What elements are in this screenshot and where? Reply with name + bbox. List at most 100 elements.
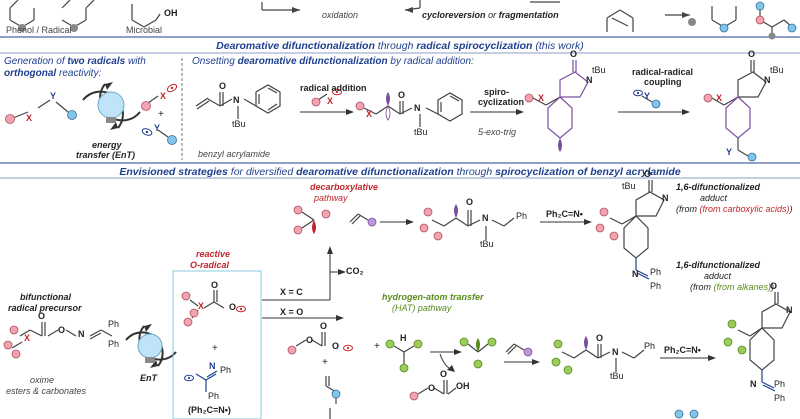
label-hat-l1: hydrogen-atom transfer: [382, 292, 484, 302]
label-5-exo-trig: 5-exo-trig: [478, 127, 517, 137]
label-n-imine1: N: [632, 269, 639, 279]
label-ph-decarb-int: Ph: [516, 211, 528, 221]
label-ph-imine1b: Ph: [650, 281, 662, 291]
label-o-product: O: [748, 49, 756, 59]
label-spiro: spiro-: [484, 87, 510, 97]
label-tbu-spiro: tBu: [592, 65, 606, 75]
benzyl-acrylamide-structure: [195, 84, 281, 119]
label-o-byproduct: O: [428, 383, 436, 393]
label-cyclization: cyclization: [478, 97, 525, 107]
label-tbu-hat-int: tBu: [610, 371, 624, 381]
label-o-spiro: O: [570, 49, 578, 59]
label-o-precursor-top: O: [38, 311, 46, 321]
label-o-hat-int: O: [596, 333, 604, 343]
pink-group: [5, 114, 15, 124]
branch-arrows: [262, 250, 340, 319]
label-n-intermediate: N: [414, 103, 421, 113]
label-reactive: reactive: [196, 249, 231, 259]
label-o-carbonate-rad: O: [332, 341, 340, 351]
label-x-eq-c: X = C: [280, 287, 303, 297]
label-adduct2-l3: (from (from alkanes)): [690, 282, 775, 292]
label-radical-addition: radical addition: [300, 83, 367, 93]
label-o-byproduct-top: O: [440, 369, 448, 379]
label-oxime: oxime: [30, 375, 55, 385]
label-o-carbonate-top: O: [320, 321, 328, 331]
label-h: H: [400, 333, 407, 343]
adduct-radical-intermediate: [363, 92, 463, 127]
label-benzyl-acrylamide: benzyl acrylamide: [198, 149, 271, 159]
label-tbu-acryl: tBu: [232, 119, 246, 129]
label-o-carbonate: O: [306, 335, 314, 345]
product-alkane: [737, 292, 791, 392]
label-tbu-product: tBu: [770, 65, 784, 75]
label-hat-l2: (HAT) pathway: [392, 303, 452, 313]
label-ph2cn-2: Ph₂C=N•: [664, 345, 701, 355]
label-o-radical: O-radical: [190, 260, 230, 270]
label-o-decarb-int: O: [466, 197, 474, 207]
decarb-intermediate: [431, 210, 515, 240]
label-x-intermediate: X: [366, 109, 373, 119]
label-n-product1: N: [662, 193, 669, 203]
y-radical: [157, 129, 169, 138]
plus-box: +: [212, 343, 218, 354]
label-ph-imine2b: Ph: [774, 393, 786, 403]
label-n-spiro: N: [586, 75, 593, 85]
label-n-hat-int: N: [612, 347, 619, 357]
section-2-title: Envisioned strategies for diversified de…: [119, 166, 681, 178]
label-n-imine2: N: [750, 379, 757, 389]
label-y-left: Y: [50, 91, 57, 101]
label-ent: EnT: [140, 373, 157, 383]
label-x-oradical: X: [198, 301, 205, 311]
heading-onsetting: Onsetting dearomative difunctionalizatio…: [192, 56, 474, 67]
alkyl-radical: [467, 343, 489, 353]
label-bifunctional: bifunctional: [20, 292, 71, 302]
ent-lightbulb: [82, 82, 141, 130]
label-n-decarb-int: N: [482, 213, 489, 223]
carbonate-radical: [295, 332, 326, 347]
label-n-iminyl: N: [209, 361, 216, 371]
label-microbial: Microbial: [126, 25, 163, 35]
label-o-intermediate: O: [398, 90, 406, 100]
label-x-product: X: [716, 93, 723, 103]
label-x-spiro: X: [538, 93, 545, 103]
label-x-radical: X: [160, 91, 167, 101]
plus-bottom: +: [322, 357, 328, 368]
ent-lightbulb-2: [125, 324, 177, 368]
oxime-precursor: [11, 322, 113, 349]
label-phenol-radical: Phenol / Radical: [6, 25, 72, 35]
label-o-product1: O: [644, 169, 652, 179]
label-adduct2-l2: adduct: [704, 271, 732, 281]
label-ph-iminyl-a: Ph: [220, 365, 232, 375]
label-coupling: coupling: [644, 77, 682, 87]
label-ph-iminyl-b: Ph: [208, 391, 220, 401]
hat-intermediate: [561, 344, 645, 372]
label-ph-imine1a: Ph: [650, 267, 662, 277]
label-tbu-decarb-int: tBu: [480, 239, 494, 249]
label-o-product2: O: [770, 281, 778, 291]
label-tbu-intermediate: tBu: [414, 127, 428, 137]
label-energy-transfer: transfer (EnT): [76, 150, 136, 160]
label-adduct1-l1: 1,6-difunctionalized: [676, 182, 761, 192]
carbon-radical-structure: [301, 211, 315, 229]
label-x-left: X: [26, 113, 33, 123]
label-adduct1-l3: (from (from carboxylic acids)): [676, 204, 793, 214]
label-n-product: N: [764, 75, 771, 85]
label-co2: CO₂: [346, 266, 364, 276]
label-o-oradical: O: [229, 302, 237, 312]
label-ph-hat-int: Ph: [644, 341, 656, 351]
label-oxidation: oxidation: [322, 10, 359, 20]
byproduct: [417, 380, 457, 395]
label-decarboxylative: decarboxylative: [310, 182, 379, 192]
label-ph-precursor-b: Ph: [108, 339, 120, 349]
label-esters-carbonates: esters & carbonates: [6, 386, 87, 396]
alkene-1: [349, 213, 369, 225]
x-radical-small: [317, 93, 328, 101]
blue-group: [67, 110, 77, 120]
label-y-radical: Y: [154, 123, 161, 133]
label-y-coupling: Y: [644, 91, 651, 101]
label-ph2cn-1: Ph₂C=N•: [546, 209, 583, 219]
label-ph-precursor-a: Ph: [108, 319, 120, 329]
heading-generation-l2: orthogonal reactivity:: [4, 68, 102, 79]
label-o-acryl: O: [219, 81, 227, 91]
